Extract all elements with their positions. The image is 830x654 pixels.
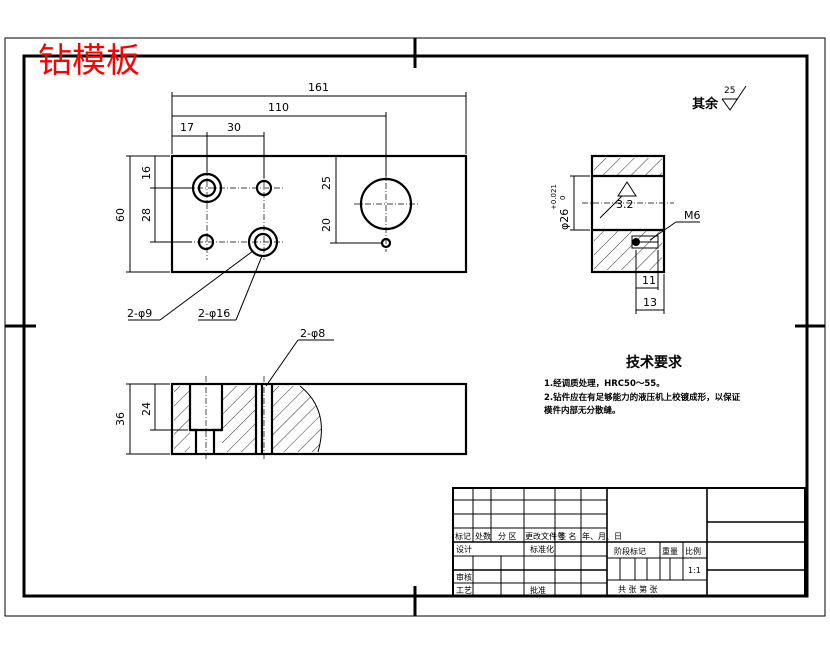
- dim-row-spacing: 28: [140, 208, 153, 222]
- side-view: 3.2 M6 11 13 φ26 +0.021 0: [550, 154, 701, 314]
- front-view-outline: [170, 154, 468, 274]
- tb-sheets: 共 张 第 张: [618, 584, 658, 594]
- dim-overall-length: 161: [308, 81, 329, 94]
- title-block: 标记 处数 分 区 更改文件号 签 名 年、月、日 设计 标准化 审核 工艺 批…: [452, 487, 806, 597]
- drawing-title: 钻模板: [38, 41, 140, 81]
- surface-finish-note: 其余 25: [692, 85, 747, 112]
- centering-marks: [5, 38, 825, 616]
- dim-second-offset: 30: [227, 121, 241, 134]
- tb-stage-label: 阶段标记: [614, 546, 646, 556]
- side-view-outline: [590, 154, 666, 274]
- tb-scale-label: 比例: [685, 546, 701, 556]
- dim-right-upper: 25: [320, 176, 333, 190]
- dim-first-offset: 17: [180, 121, 194, 134]
- dim-section-height: 36: [114, 412, 127, 426]
- tb-process: 工艺: [456, 586, 472, 595]
- tb-scale-value: 1:1: [688, 566, 701, 575]
- surface-finish-value: 25: [724, 86, 735, 96]
- dim-thread-depth-b: 13: [643, 296, 657, 309]
- dim-right-lower: 20: [320, 218, 333, 232]
- tb-date: 年、月、日: [582, 531, 622, 541]
- tb-count: 处数: [475, 531, 491, 541]
- section-view: 36 24 2-φ8: [114, 327, 468, 460]
- sheet-border: [4, 37, 826, 617]
- tb-approve: 批准: [530, 585, 546, 595]
- requirements-heading: 技术要求: [626, 354, 683, 371]
- tb-review: 审核: [456, 572, 472, 582]
- dim-hole-span: 110: [268, 101, 289, 114]
- tb-zone: 分 区: [498, 532, 517, 541]
- requirement-item-2: 2.钻件应在有足够能力的液压机上校镀成形，以保证: [544, 392, 741, 403]
- tb-signature: 签 名: [558, 531, 577, 541]
- dim-thread-depth-a: 11: [642, 274, 656, 287]
- dim-counterbore-depth: 24: [140, 402, 153, 416]
- tb-mark: 标记: [455, 531, 471, 541]
- tb-weight-label: 重量: [662, 546, 678, 556]
- dim-height: 60: [114, 208, 127, 222]
- thread-callout: M6: [684, 209, 701, 222]
- requirement-item-3: 模件内部无分散缝。: [544, 405, 621, 416]
- dim-side-tolerance-upper: +0.021: [550, 184, 558, 210]
- dim-side-tolerance-lower: 0: [559, 196, 567, 200]
- surface-finish-label: 其余: [692, 96, 719, 112]
- dim-upper-row: 16: [140, 166, 153, 180]
- tb-change-doc: 更改文件号: [525, 531, 565, 541]
- callout-hole-small: 2-φ9: [127, 307, 152, 320]
- section-view-outline: [170, 382, 468, 456]
- dim-side-diameter: φ26: [558, 209, 571, 230]
- drawing-frame: [22, 54, 809, 598]
- callout-hole-large: 2-φ16: [198, 307, 230, 320]
- tb-standardization: 标准化: [530, 544, 554, 554]
- roughness-side: 3.2: [616, 198, 634, 211]
- technical-requirements: 技术要求 1.经调质处理，HRC50～55。 2.钻件应在有足够能力的液压机上校…: [544, 354, 741, 416]
- callout-hole-section: 2-φ8: [300, 327, 325, 340]
- front-view: 161 110 17 30 60 16 28 25 20 2-φ9 2-φ16: [114, 81, 468, 321]
- requirement-item-1: 1.经调质处理，HRC50～55。: [544, 378, 665, 389]
- tb-design: 设计: [456, 544, 472, 554]
